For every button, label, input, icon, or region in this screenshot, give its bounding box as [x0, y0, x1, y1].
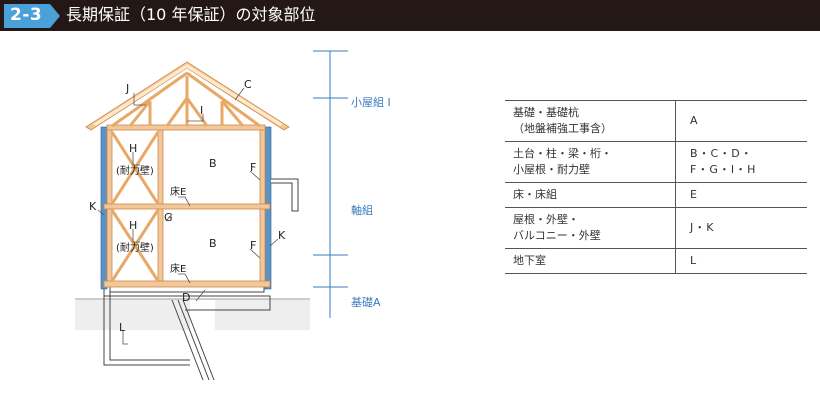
label-k1: K — [89, 200, 97, 213]
label-j: J — [125, 82, 129, 95]
part-cell: 基礎・基礎杭 （地盤補強工事含） — [505, 100, 676, 142]
code-cell: A — [675, 100, 807, 142]
house-structure-diagram: J C I H (耐力壁) H (耐力壁) B B F F K K G 床E 床… — [75, 50, 391, 381]
section-badge-shape — [4, 4, 60, 28]
label-k2: K — [278, 229, 286, 242]
label-f1: F — [250, 161, 256, 174]
part-cell-text: 土台・柱・梁・桁・ — [513, 147, 612, 160]
code-cell: J・K — [675, 207, 807, 249]
basement — [103, 292, 215, 381]
label-g: G — [164, 211, 173, 224]
table-row: 床・床組 E — [505, 182, 807, 208]
foundation — [103, 286, 271, 311]
part-cell-text: 床・床組 — [513, 188, 557, 201]
section-badge — [4, 4, 60, 28]
diagram-labels: J C I H (耐力壁) H (耐力壁) B B F F K K G 床E 床… — [89, 78, 286, 334]
table-row: 屋根・外壁・バルコニー・外壁 J・K — [505, 207, 807, 249]
label-e2: 床E — [170, 262, 186, 275]
code-cell-text: J・K — [690, 221, 715, 234]
label-h2-sub: (耐力壁) — [116, 241, 154, 254]
table-row: 地下室 L — [505, 248, 807, 274]
label-h1-sub: (耐力壁) — [116, 164, 154, 177]
roof-covering — [85, 61, 290, 131]
label-c: C — [244, 78, 252, 91]
warranty-parts-table-body: 基礎・基礎杭 （地盤補強工事含） A 土台・柱・梁・桁・小屋根・耐力壁 B・C・D・ F・… — [505, 100, 807, 274]
code-cell: E — [675, 182, 807, 208]
section-number: 2-3 — [10, 5, 43, 25]
section-bracket-labels: 小屋組 I 軸組 基礎A — [351, 96, 391, 309]
label-i: I — [200, 104, 203, 117]
code-cell-text: L — [690, 254, 698, 267]
label-b1: B — [209, 157, 217, 170]
label-d: D — [182, 291, 190, 304]
label-e1: 床E — [170, 185, 186, 198]
bracket-label-foundation: 基礎A — [351, 296, 381, 309]
part-cell: 土台・柱・梁・桁・小屋根・耐力壁 — [505, 141, 676, 183]
section-title: 長期保証（10 年保証）の対象部位 — [66, 5, 316, 24]
code-cell: B・C・D・ F・G・I・H — [675, 141, 807, 183]
part-cell-text: 地下室 — [513, 254, 546, 267]
label-h2: H — [129, 219, 137, 232]
code-cell-text: F・G・I・H — [690, 163, 757, 176]
warranty-parts-table: 基礎・基礎杭 （地盤補強工事含） A 土台・柱・梁・桁・小屋根・耐力壁 B・C・D・ F・… — [505, 100, 807, 274]
code-cell: L — [675, 248, 807, 274]
part-cell: 床・床組 — [505, 182, 676, 208]
code-cell-text: E — [690, 188, 698, 201]
label-f2: F — [250, 239, 256, 252]
table-row: 土台・柱・梁・桁・小屋根・耐力壁 B・C・D・ F・G・I・H — [505, 141, 807, 183]
code-cell-text: B・C・D・ — [690, 147, 753, 160]
label-b2: B — [209, 237, 217, 250]
balcony — [271, 178, 299, 212]
part-cell-text: （地盤補強工事含） — [513, 122, 612, 135]
part-cell: 地下室 — [505, 248, 676, 274]
part-cell-text: 小屋根・耐力壁 — [513, 163, 590, 176]
section-header-bar: 2-3 長期保証（10 年保証）の対象部位 — [0, 0, 820, 31]
part-cell-text: 屋根・外壁・ — [513, 213, 579, 226]
part-cell-text: 基礎・基礎杭 — [513, 106, 579, 119]
section-brackets — [313, 50, 348, 318]
label-h1: H — [129, 142, 137, 155]
code-cell-text: A — [690, 114, 699, 127]
part-cell: 屋根・外壁・バルコニー・外壁 — [505, 207, 676, 249]
bearing-wall-braces — [110, 131, 160, 282]
label-l: L — [119, 321, 126, 334]
table-row: 基礎・基礎杭 （地盤補強工事含） A — [505, 100, 807, 142]
timber-frame — [103, 124, 271, 288]
bracket-label-frame: 軸組 — [351, 203, 373, 217]
roof-truss — [111, 71, 261, 128]
part-cell-text: バルコニー・外壁 — [513, 229, 601, 242]
label-leaders — [97, 87, 279, 345]
bracket-label-roof: 小屋組 I — [351, 96, 391, 109]
